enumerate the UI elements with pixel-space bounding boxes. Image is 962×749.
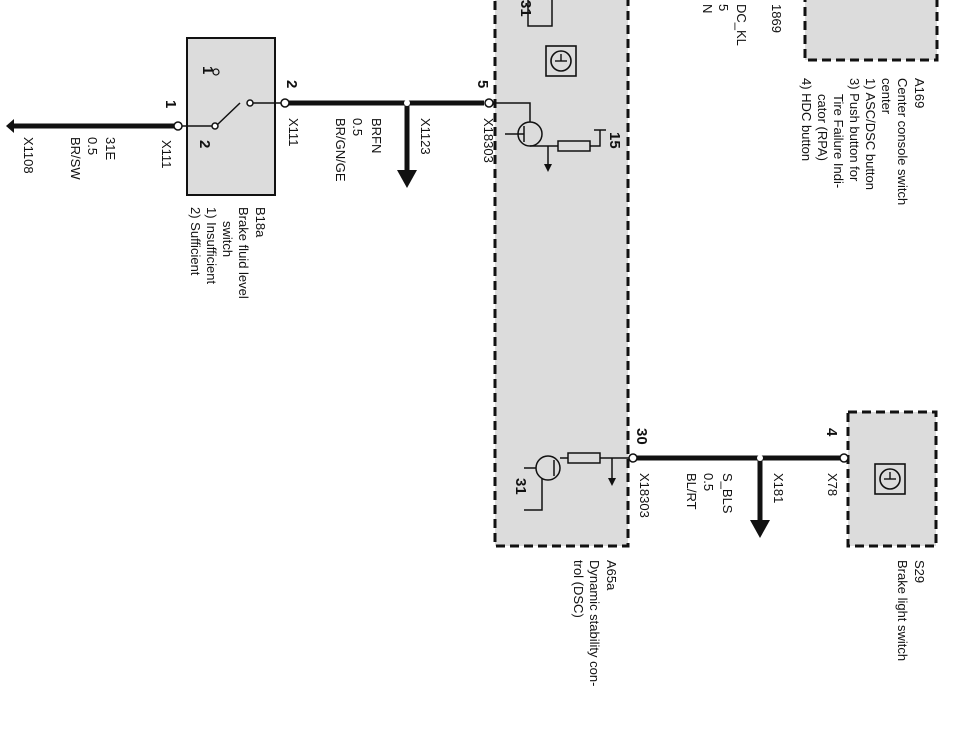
x1123-splice-dot — [404, 100, 410, 106]
s29-pin-4: 4 — [823, 428, 840, 437]
s29-code: S29 — [912, 560, 927, 583]
b18a-item-1: 1) Insufficient — [204, 207, 219, 284]
b18a-conn-right: X111 — [286, 118, 301, 146]
s29-switch-icon — [874, 463, 906, 495]
a169-code: A169 — [912, 78, 927, 108]
a169-title-1: Center console switch — [895, 78, 910, 205]
wire-s-bls-size: 0.5 — [701, 473, 716, 491]
s29-pin4-terminal — [839, 453, 849, 463]
a65a-module-icon — [545, 45, 577, 77]
a65a-conn-30: X18303 — [637, 473, 652, 518]
x1123-splice: X1123 — [418, 118, 433, 155]
left-wire-group: X1108 31E 0.5 BR/SW — [6, 119, 178, 180]
a169-item-1: 1) ASC/DSC button — [863, 78, 878, 190]
b18a-inner-2: 2 — [196, 140, 213, 148]
a65a-caption: A65a Dynamic stability con- trol (DSC) — [571, 560, 619, 686]
x181-splice-dot — [757, 455, 763, 461]
a169-box — [803, 0, 939, 62]
a169-title-2: center — [879, 78, 894, 115]
b18a-inner-dot — [212, 68, 220, 76]
a169-item-3a: 3) Push button for — [847, 78, 862, 182]
b18a-conn-left: X111 — [159, 140, 174, 168]
a65a-pin-5: 5 — [474, 80, 491, 88]
ground-terminal-icon — [6, 119, 14, 133]
a65a-t2-out — [524, 478, 543, 511]
a169-center-console-switch: 1869 DC_KL 5 N A169 Center console switc… — [700, 0, 939, 205]
a65a-pin5-terminal — [484, 98, 494, 108]
wire-brfn-signal: BRFN — [369, 118, 384, 153]
b18a-code: B18a — [253, 207, 268, 238]
b18a-pin-1: 1 — [162, 100, 179, 108]
wire-31e-size: 0.5 — [85, 137, 100, 155]
a65a-dsc-module: 31 5 X18303 15 30 X18303 31 — [474, 0, 652, 686]
b18a-contact-b — [246, 99, 254, 107]
b18a-pin1-terminal — [173, 121, 183, 131]
b18a-inner-1: 1 — [199, 66, 216, 74]
b18a-pin-2: 2 — [283, 80, 300, 88]
s29-caption: S29 Brake light switch — [895, 560, 927, 661]
b18a-caption: B18a Brake fluid level switch 1) Insuffi… — [188, 207, 268, 299]
s29-switch-icon-circle — [879, 468, 901, 490]
a169-item-3c: cator (RPA) — [815, 94, 830, 161]
b18a-item-2: 2) Sufficient — [188, 207, 203, 276]
a169-caption: A169 Center console switch center 1) ASC… — [799, 78, 927, 205]
a65a-gnd-2-icon — [608, 478, 616, 486]
a65a-pin-15: 15 — [606, 132, 623, 149]
b18a-pin2-terminal — [280, 98, 290, 108]
x1123-arrow-icon — [397, 170, 417, 188]
brfn-wire-group: BRFN 0.5 BR/GN/GE X1123 — [289, 100, 484, 188]
a169-partial-signal: DC_KL — [734, 4, 749, 46]
wire-brfn-color: BR/GN/GE — [333, 118, 348, 182]
a65a-pin30-terminal — [628, 453, 638, 463]
a65a-pin5-lead — [493, 102, 531, 122]
a169-item-4: 4) HDC button — [799, 78, 814, 161]
s29-brake-light-switch: 4 X78 S29 Brake light switch — [823, 410, 938, 661]
b18a-contact-a — [211, 122, 219, 130]
a65a-gnd-1-icon — [544, 164, 552, 172]
a65a-title-2: trol (DSC) — [571, 560, 586, 618]
a65a-conn-5: X18303 — [481, 118, 496, 163]
b18a-switch-lever — [216, 102, 241, 126]
b18a-box — [186, 37, 276, 196]
a65a-title-1: Dynamic stability con- — [587, 560, 602, 686]
s-bls-wire-group: S_BLS 0.5 BL/RT X181 — [637, 455, 840, 538]
x1108-connector: X1108 — [21, 137, 36, 174]
wire-31e-color: BR/SW — [68, 137, 83, 180]
a65a-pin-31: 31 — [512, 478, 529, 495]
a169-partial-size: 5 — [716, 4, 731, 11]
s29-conn: X78 — [825, 473, 840, 496]
a65a-code: A65a — [604, 560, 619, 591]
a65a-top-partial-symbol — [527, 0, 553, 27]
s29-title: Brake light switch — [895, 560, 910, 661]
wire-s-bls-color: BL/RT — [684, 473, 699, 510]
b18a-title-2: switch — [220, 221, 235, 257]
a65a-top-pin-partial: 31 — [517, 0, 534, 17]
x181-arrow-icon — [750, 520, 770, 538]
a169-partial-color: N — [700, 4, 715, 13]
a169-item-3b: Tire Failure Indi- — [831, 94, 846, 188]
a169-partial-label: 1869 — [769, 4, 784, 33]
a65a-module-icon-circle — [550, 50, 572, 72]
a65a-pin-30: 30 — [633, 428, 650, 445]
wire-31e-signal: 31E — [103, 137, 118, 160]
b18a-brake-fluid-switch: 1 2 1 2 X111 X111 B18a Brake fluid level… — [159, 37, 301, 299]
wire-brfn-size: 0.5 — [350, 118, 365, 136]
b18a-title-1: Brake fluid level — [236, 207, 251, 299]
a65a-box — [493, 0, 630, 548]
wire-s-bls-signal: S_BLS — [720, 473, 735, 514]
x181-splice: X181 — [771, 473, 786, 503]
a65a-r1-lead — [590, 130, 601, 147]
